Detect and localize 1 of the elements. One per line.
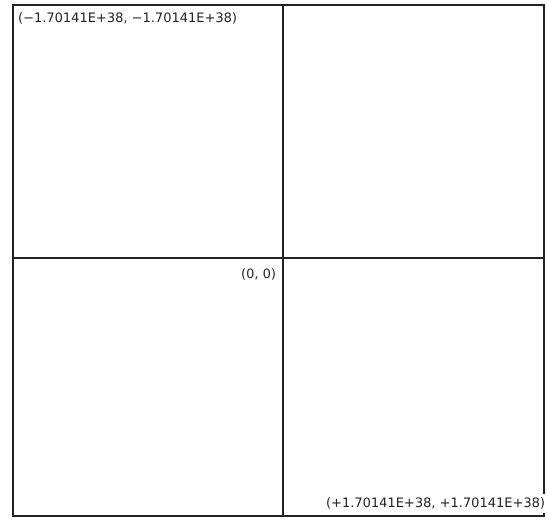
coordinate-label: (+1.70141E+38, +1.70141E+38) [326, 494, 545, 513]
